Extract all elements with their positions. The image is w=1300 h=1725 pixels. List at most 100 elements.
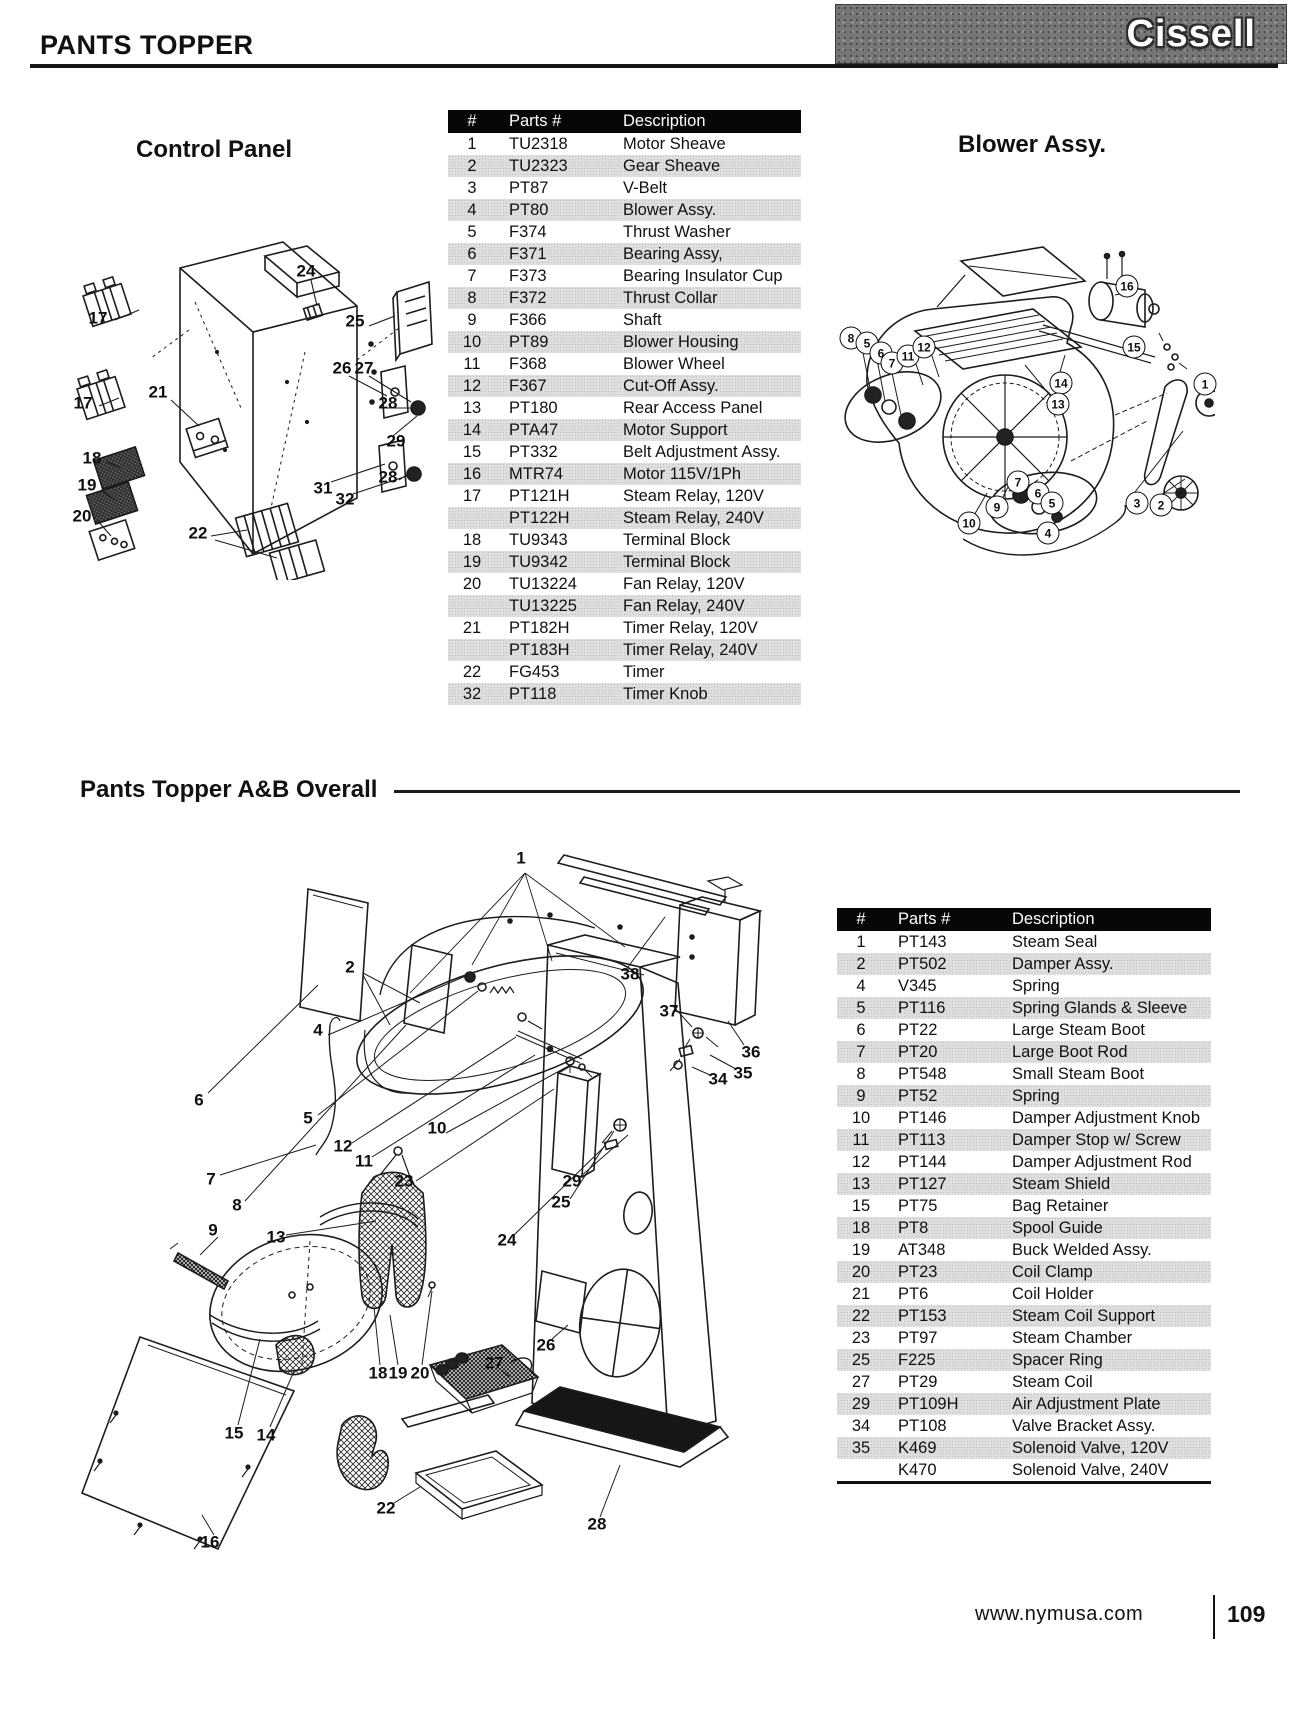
overall-heading: Pants Topper A&B Overall (80, 776, 378, 803)
part-number: K469 (885, 1437, 1012, 1459)
part-description: Motor Support (623, 419, 801, 441)
part-description: Steam Chamber (1012, 1328, 1133, 1347)
item-number: 8 (856, 1064, 866, 1083)
item-number: 10 (448, 331, 496, 353)
item-number: 2 (448, 155, 496, 177)
callout-label: 20 (410, 1363, 430, 1383)
item-number: 22 (837, 1305, 885, 1327)
footer-divider (1213, 1595, 1215, 1639)
part-number: PT97 (898, 1328, 938, 1347)
part-description: Timer Knob (623, 683, 801, 705)
callout-label: 32 (335, 489, 355, 509)
part-description: Timer (623, 662, 665, 681)
part-description: Timer Relay, 240V (623, 639, 801, 661)
item-number: 11 (463, 354, 481, 373)
callout-label: 16 (200, 1532, 220, 1552)
part-description: Blower Wheel (623, 354, 725, 373)
column-header: Description (623, 110, 801, 133)
callout-label: 29 (562, 1171, 582, 1191)
part-number: PT75 (898, 1196, 938, 1215)
part-number: PT502 (885, 953, 1012, 975)
part-number: PT182H (509, 618, 570, 637)
part-number: PT80 (496, 199, 623, 221)
item-number (448, 507, 496, 529)
part-number: PT121H (509, 486, 570, 505)
item-number: 16 (448, 463, 496, 485)
item-number: 9 (467, 310, 477, 329)
part-description: Terminal Block (623, 551, 801, 573)
header-rule (30, 64, 1278, 68)
part-number: PT153 (885, 1305, 1012, 1327)
callout-label: 20 (72, 506, 92, 526)
blower-exploded-art (844, 246, 1215, 556)
item-number: 15 (462, 442, 482, 461)
callout-label: 12 (333, 1136, 353, 1156)
part-number: F374 (509, 222, 547, 241)
item-number: 17 (462, 486, 482, 505)
callout-label: 17 (73, 393, 93, 413)
item-number: 23 (851, 1328, 871, 1347)
item-number: 7 (467, 266, 477, 285)
part-description: Fan Relay, 120V (623, 574, 745, 593)
part-description: Fan Relay, 240V (623, 595, 801, 617)
part-description: Air Adjustment Plate (1012, 1393, 1211, 1415)
callout-label: 24 (497, 1230, 517, 1250)
part-description: Steam Coil Support (1012, 1305, 1211, 1327)
item-number: 6 (856, 1020, 866, 1039)
part-number: TU13224 (509, 574, 577, 593)
callout-label: 7 (1006, 470, 1030, 494)
callout-label: 23 (394, 1171, 414, 1191)
part-number: PT6 (898, 1284, 929, 1303)
part-description: Large Steam Boot (1012, 1020, 1145, 1039)
part-description: Timer Relay, 120V (623, 618, 758, 637)
item-number: 8 (448, 287, 496, 309)
part-number: PT332 (509, 442, 558, 461)
callout-label: 25 (345, 311, 365, 331)
part-description: Spring (1012, 1085, 1211, 1107)
part-number: PT548 (898, 1064, 947, 1083)
item-number: 21 (462, 618, 482, 637)
part-description: Spacer Ring (1012, 1349, 1211, 1371)
callout-label: 4 (313, 1020, 323, 1040)
item-number: 6 (448, 243, 496, 265)
callout-label: 7 (206, 1169, 216, 1189)
item-number: 1 (467, 134, 477, 153)
part-description: Damper Stop w/ Screw (1012, 1129, 1211, 1151)
part-description: Damper Adjustment Rod (1012, 1152, 1192, 1171)
item-number: 21 (851, 1284, 871, 1303)
part-number: PT8 (885, 1217, 1012, 1239)
callout-label: 24 (296, 261, 316, 281)
column-header: Description (1012, 908, 1211, 931)
part-number: TU13225 (496, 595, 623, 617)
callout-label: 4 (1036, 521, 1060, 545)
item-number: 4 (448, 199, 496, 221)
item-number: 12 (448, 375, 496, 397)
table-row: 23 PT97 Steam Chamber (837, 1327, 1211, 1349)
part-number: F368 (509, 354, 547, 373)
item-number: 7 (837, 1041, 885, 1063)
part-description: Coil Clamp (1012, 1261, 1211, 1283)
part-description: Cut-Off Assy. (623, 375, 801, 397)
callout-label: 34 (708, 1069, 728, 1089)
part-number: PT22 (898, 1020, 938, 1039)
part-description: Spring (1012, 976, 1060, 995)
part-number: V345 (898, 976, 937, 995)
